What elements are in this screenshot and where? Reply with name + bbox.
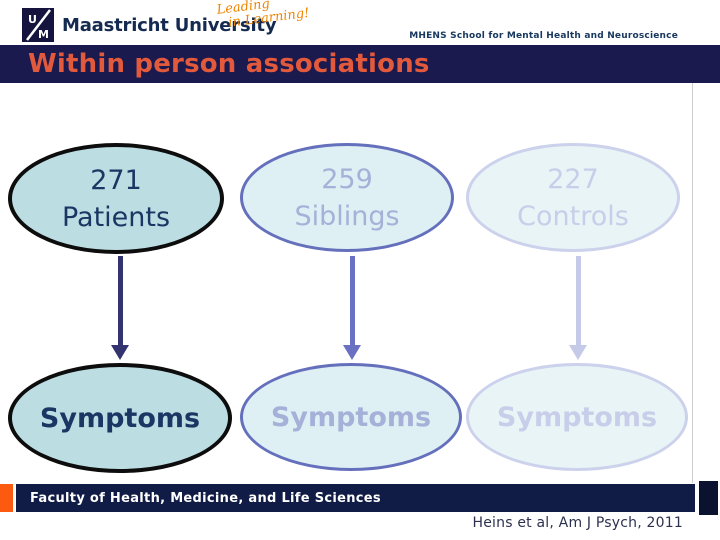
citation: Heins et al, Am J Psych, 2011 — [472, 515, 683, 531]
outcome-ellipse: Symptoms — [240, 363, 462, 471]
down-arrow-icon — [111, 256, 129, 361]
faculty-label: Faculty of Health, Medicine, and Life Sc… — [30, 490, 381, 506]
title-bar: Within person associations — [0, 45, 720, 83]
group-count: 271 — [90, 164, 142, 196]
arrow-head — [111, 345, 129, 360]
slide-title: Within person associations — [28, 49, 430, 79]
logo-letter-u: U — [28, 13, 37, 26]
footer-right-block — [699, 481, 718, 515]
group-ellipse: 259 Siblings — [240, 143, 454, 252]
diagram-column-siblings: 259 Siblings Symptoms — [240, 0, 464, 540]
outcome-label: Symptoms — [496, 401, 658, 433]
footer-bar: Faculty of Health, Medicine, and Life Sc… — [16, 484, 695, 512]
arrow-shaft — [575, 256, 581, 345]
arrow-shaft — [117, 256, 123, 345]
group-label: Patients — [61, 201, 171, 233]
group-label: Controls — [517, 200, 629, 232]
um-logo-icon: U M — [22, 8, 54, 42]
group-count: 227 — [547, 163, 599, 195]
outcome-ellipse: Symptoms — [8, 363, 232, 473]
outcome-label: Symptoms — [39, 402, 201, 434]
diagram-column-patients: 271 Patients Symptoms — [8, 0, 232, 540]
down-arrow-icon — [569, 256, 587, 361]
footer-accent-block — [0, 484, 13, 512]
group-ellipse: 227 Controls — [466, 143, 680, 252]
logo-letter-m: M — [38, 28, 49, 41]
outcome-label: Symptoms — [270, 401, 432, 433]
vertical-divider — [692, 83, 693, 483]
logo-wordmark: Maastricht University — [62, 15, 277, 36]
diagram-column-controls: 227 Controls Symptoms — [466, 0, 690, 540]
group-label: Siblings — [294, 200, 400, 232]
arrow-head — [343, 345, 361, 360]
down-arrow-icon — [343, 256, 361, 361]
arrow-head — [569, 345, 587, 360]
school-label: MHENS School for Mental Health and Neuro… — [409, 31, 678, 41]
group-ellipse: 271 Patients — [8, 143, 224, 254]
arrow-shaft — [349, 256, 355, 345]
group-count: 259 — [321, 163, 373, 195]
outcome-ellipse: Symptoms — [466, 363, 688, 471]
